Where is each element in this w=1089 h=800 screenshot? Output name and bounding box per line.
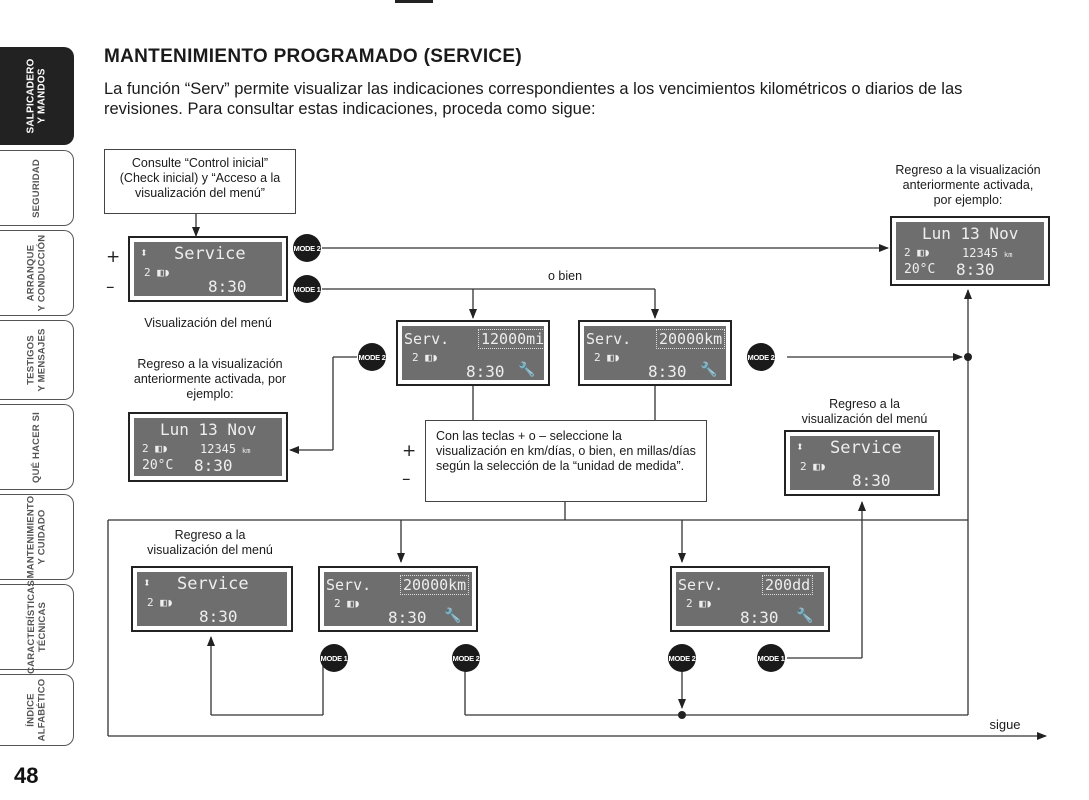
lcd-time: 8:30 xyxy=(388,608,427,626)
lcd-time: 8:30 xyxy=(956,260,995,279)
menu-caption: Visualización del menú xyxy=(144,316,272,330)
mode1-button: MODE 1 xyxy=(320,644,348,672)
lcd-service: Service xyxy=(177,574,249,594)
mode2-button: MODE 2 xyxy=(452,644,480,672)
mode2-button: MODE 2 xyxy=(668,644,696,672)
scroll-arrows-icon: ⬍ xyxy=(140,246,148,261)
page-title: MANTENIMIENTO PROGRAMADO (SERVICE) xyxy=(104,46,523,67)
lcd-temperature: 20°C xyxy=(904,262,936,277)
lcd-serv-km: Serv. 20000km 2 ◧◗ 8:30 🔧 xyxy=(318,566,478,632)
tab-testigos[interactable]: TESTIGOS Y MENSAJES xyxy=(0,320,74,400)
lcd-serv-value: 20000km xyxy=(400,575,470,595)
mode1-button: MODE 1 xyxy=(293,275,321,303)
lcd-odometer-unit: km xyxy=(1004,251,1013,259)
lcd-time: 8:30 xyxy=(208,277,247,296)
lcd-date: Lun 13 Nov xyxy=(160,420,257,439)
tab-caracteristicas[interactable]: CARACTERÍSTICAS TÉCNICAS xyxy=(0,580,74,674)
lcd-serv: Serv. xyxy=(326,576,372,594)
select-unit-box: Con las teclas + o – seleccione la visua… xyxy=(425,420,707,502)
lcd-serv: Serv. xyxy=(678,576,724,594)
lcd-service: Service xyxy=(174,244,246,264)
mode2-button: MODE 2 xyxy=(747,343,775,371)
fuel-icon: 2 ◧◗ xyxy=(147,596,174,609)
return-menu-caption: Regreso a la visualización del menú xyxy=(801,397,928,426)
lcd-odometer: 12345 xyxy=(200,442,237,456)
wrench-icon: 🔧 xyxy=(796,608,814,624)
fuel-icon: 2 ◧◗ xyxy=(800,460,827,473)
fuel-icon: 2 ◧◗ xyxy=(142,442,169,455)
lcd-service: Service xyxy=(830,438,902,458)
lcd-service-menu: ⬍ Service 2 ◧◗ 8:30 xyxy=(784,430,940,496)
lcd-serv-miles: Serv. 12000mi 2 ◧◗ 8:30 🔧 xyxy=(396,320,550,386)
mode2-button: MODE 2 xyxy=(358,343,386,371)
mode2-button: MODE 2 xyxy=(293,234,321,262)
lcd-time: 8:30 xyxy=(199,607,238,626)
tab-mantenimiento[interactable]: MANTENIMIENTO Y CUIDADO xyxy=(0,494,74,580)
intro-text: La función “Serv” permite visualizar las… xyxy=(104,80,963,118)
tab-arranque[interactable]: ARRANQUE Y CONDUCCIÓN xyxy=(0,230,74,316)
fuel-icon: 2 ◧◗ xyxy=(412,351,439,364)
lcd-date-display: Lun 13 Nov 2 ◧◗ 12345 km 20°C 8:30 xyxy=(128,412,288,482)
fuel-icon: 2 ◧◗ xyxy=(144,266,171,279)
plus-key: + xyxy=(402,441,417,461)
wrench-icon: 🔧 xyxy=(518,362,536,378)
lcd-date-display: Lun 13 Nov 2 ◧◗ 12345 km 20°C 8:30 xyxy=(890,216,1050,286)
return-menu-caption: Regreso a la visualización del menú xyxy=(147,528,273,557)
wrench-icon: 🔧 xyxy=(444,608,462,624)
wrench-icon: 🔧 xyxy=(700,362,718,378)
tab-que-hacer-si[interactable]: QUÉ HACER SI xyxy=(0,404,74,490)
or-label: o bien xyxy=(547,269,583,283)
lcd-date: Lun 13 Nov xyxy=(922,224,1019,243)
fuel-icon: 2 ◧◗ xyxy=(904,246,931,259)
lcd-service-menu: ⬍ Service 2 ◧◗ 8:30 xyxy=(128,236,288,302)
scroll-arrows-icon: ⬍ xyxy=(796,440,804,455)
scroll-arrows-icon: ⬍ xyxy=(143,576,151,591)
tab-salpicadero[interactable]: SALPICADERO Y MANDOS xyxy=(0,47,74,145)
lcd-serv-value: 200dd xyxy=(762,575,814,595)
fuel-icon: 2 ◧◗ xyxy=(334,597,361,610)
lcd-serv: Serv. xyxy=(586,330,632,348)
tab-seguridad[interactable]: SEGURIDAD xyxy=(0,150,74,226)
lcd-odometer: 12345 xyxy=(962,246,999,260)
plus-key: + xyxy=(106,247,121,267)
lcd-serv-value: 20000km xyxy=(656,329,726,349)
minus-key: – xyxy=(106,277,115,297)
lcd-time: 8:30 xyxy=(648,362,687,380)
lcd-time: 8:30 xyxy=(194,456,233,475)
lcd-service-menu: ⬍ Service 2 ◧◗ 8:30 xyxy=(131,566,293,632)
return-previous-caption: Regreso a la visualización anteriormente… xyxy=(895,163,1041,207)
lcd-serv: Serv. xyxy=(404,330,450,348)
continue-label: sigue xyxy=(989,717,1021,732)
fuel-icon: 2 ◧◗ xyxy=(686,597,713,610)
tab-indice[interactable]: ÍNDICE ALFABÉTICO xyxy=(0,674,74,746)
lcd-serv-value: 12000mi xyxy=(478,329,544,349)
mode1-button: MODE 1 xyxy=(757,644,785,672)
fuel-icon: 2 ◧◗ xyxy=(594,351,621,364)
lcd-serv-days: Serv. 200dd 2 ◧◗ 8:30 🔧 xyxy=(670,566,830,632)
lcd-temperature: 20°C xyxy=(142,458,174,473)
header-mark xyxy=(395,0,433,3)
lcd-odometer-unit: km xyxy=(242,447,251,455)
start-instruction-box: Consulte “Control inicial” (Check inicia… xyxy=(104,149,296,214)
lcd-serv-km: Serv. 20000km 2 ◧◗ 8:30 🔧 xyxy=(578,320,732,386)
lcd-time: 8:30 xyxy=(740,608,779,626)
lcd-time: 8:30 xyxy=(466,362,505,380)
page-number: 48 xyxy=(14,763,39,788)
return-previous-caption: Regreso a la visualización anteriormente… xyxy=(133,357,287,401)
lcd-time: 8:30 xyxy=(852,471,891,490)
minus-key: – xyxy=(402,469,411,489)
